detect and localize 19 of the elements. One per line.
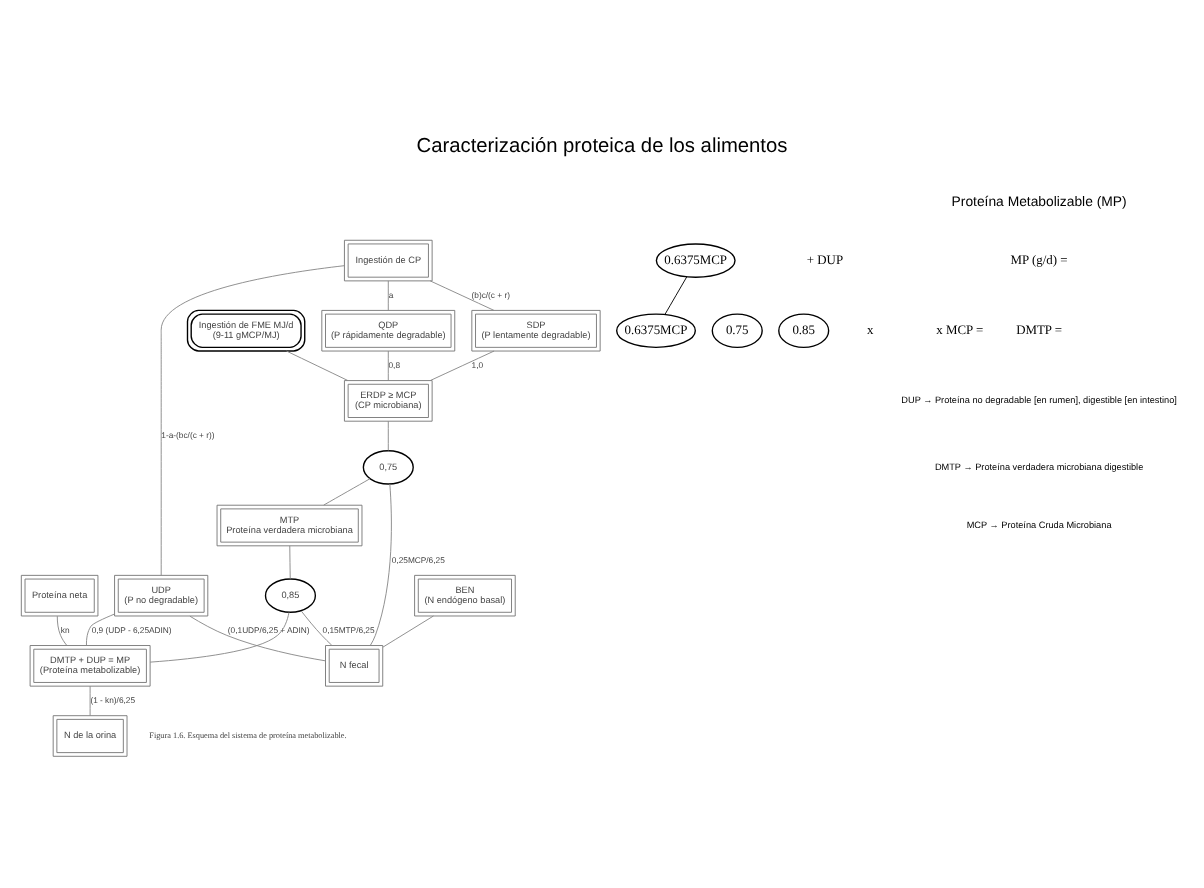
connector <box>89 685 91 717</box>
connector <box>387 350 389 381</box>
connector <box>382 615 434 648</box>
connector <box>160 265 345 576</box>
connector <box>369 483 392 646</box>
connector <box>189 615 326 662</box>
connector <box>56 615 68 646</box>
diagram-title: Caracterización proteica de los alimentos <box>416 135 788 158</box>
connector <box>429 280 495 311</box>
connector <box>300 610 333 646</box>
connector <box>387 280 389 311</box>
connector <box>289 545 291 580</box>
connector <box>286 350 349 381</box>
connector <box>664 276 688 315</box>
connector <box>387 420 389 451</box>
connector <box>429 350 495 381</box>
connector <box>323 478 371 506</box>
connector <box>149 611 290 663</box>
connector <box>86 613 115 646</box>
